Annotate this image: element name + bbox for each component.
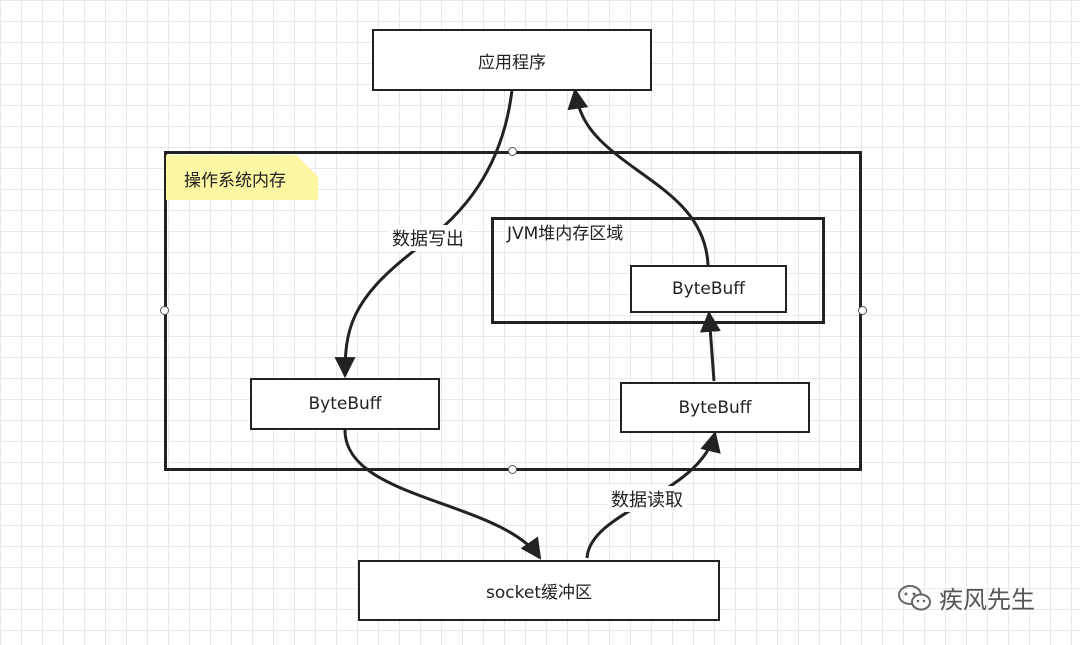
os-bytebuff-right-node[interactable]: ByteBuff [620,382,810,433]
os-bytebuff-left-label: ByteBuff [308,394,382,414]
os-memory-note[interactable]: 操作系统内存 [166,155,318,200]
os-bytebuff-right-label: ByteBuff [678,397,752,418]
resize-handle-left[interactable] [160,306,169,315]
resize-handle-bottom[interactable] [508,465,517,474]
edge-to-jvm [699,310,721,382]
socket-buffer-label: socket缓冲区 [486,583,592,603]
jvm-heap-container[interactable] [491,217,825,324]
edge-to-app [567,87,710,266]
jvm-bytebuff-label: ByteBuff [672,279,745,299]
watermark: 疾风先生 [897,580,1035,615]
resize-handle-top[interactable] [508,147,517,156]
app-node[interactable]: 应用程序 [372,29,652,91]
os-memory-label: 操作系统内存 [184,171,286,191]
os-bytebuff-left-node[interactable]: ByteBuff [250,378,440,430]
app-node-label: 应用程序 [478,52,546,73]
edge-label-read-in: 数据读取 [607,486,687,512]
jvm-bytebuff-node[interactable]: ByteBuff [630,265,787,313]
socket-buffer-node[interactable]: socket缓冲区 [358,560,720,621]
edge-label-write-out: 数据写出 [388,225,468,251]
watermark-text: 疾风先生 [939,586,1035,614]
resize-handle-right[interactable] [858,306,867,315]
edge-to-socket [343,429,542,560]
wechat-icon [898,584,931,610]
jvm-heap-label: JVM堆内存区域 [507,224,624,244]
